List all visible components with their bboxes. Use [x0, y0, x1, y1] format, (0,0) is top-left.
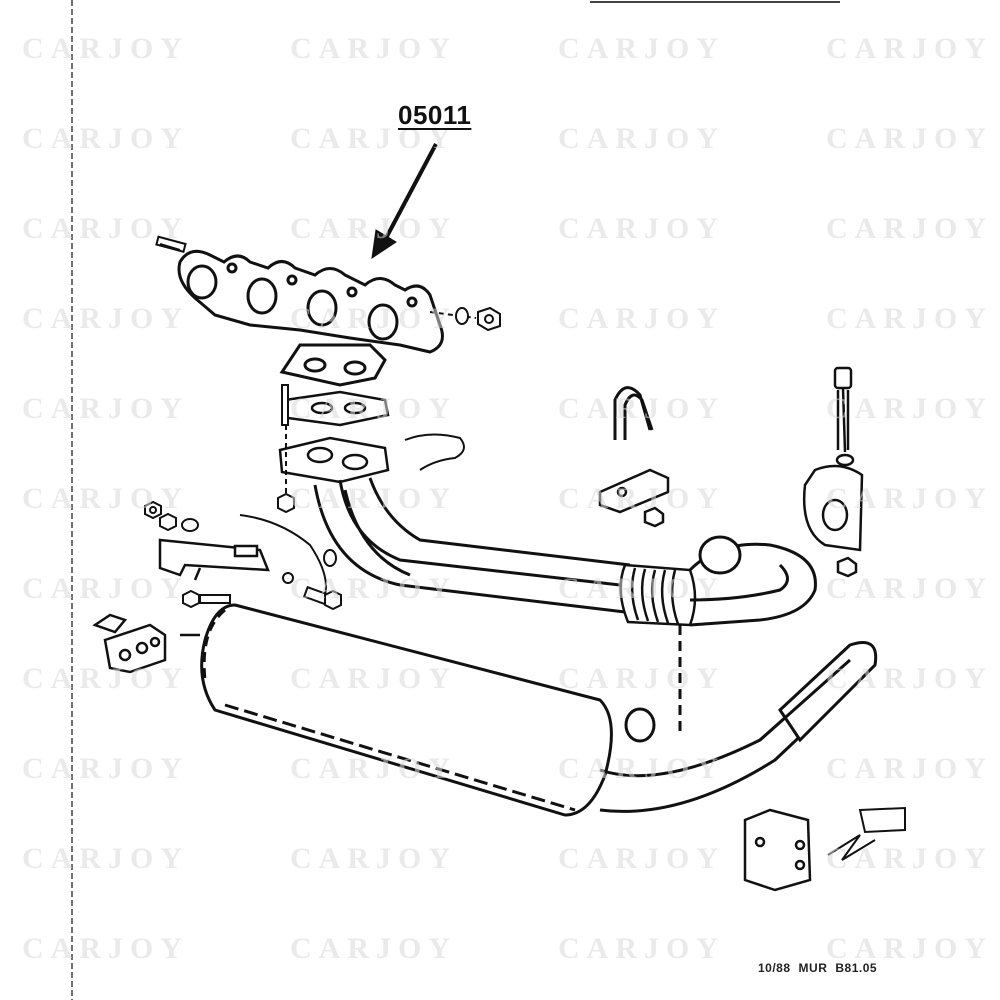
tail-pipe	[599, 641, 878, 813]
flange-gasket-upper	[283, 390, 390, 427]
leader-arrow	[371, 143, 438, 260]
flange-lower	[278, 436, 390, 484]
heat-shields	[239, 433, 465, 596]
intermediate-pipe	[688, 535, 817, 627]
hanger-bolt	[803, 366, 864, 578]
bracket-fasteners	[144, 500, 342, 611]
mounting-bracket	[158, 538, 270, 581]
manifold-stud	[155, 235, 187, 253]
rubber-hanger-rear	[743, 808, 812, 892]
clamp-saddle	[598, 468, 670, 528]
flex-joint	[619, 563, 697, 627]
front-pipe	[313, 477, 631, 614]
drawing-ref: B81.05	[835, 961, 878, 975]
drawing-date: 10/88	[758, 961, 791, 975]
u-bolt	[613, 386, 654, 440]
manifold-nut	[429, 306, 501, 332]
flange-studs	[277, 384, 295, 514]
rear-hook	[827, 806, 906, 861]
drawing-reference: 10/88 MUR B81.05	[758, 961, 885, 975]
exhaust-manifold	[177, 249, 444, 387]
rubber-hanger-left	[92, 613, 200, 674]
part-number-label: 05011	[398, 100, 472, 130]
rear-silencer	[200, 603, 682, 817]
drawing-code: MUR	[798, 961, 828, 975]
